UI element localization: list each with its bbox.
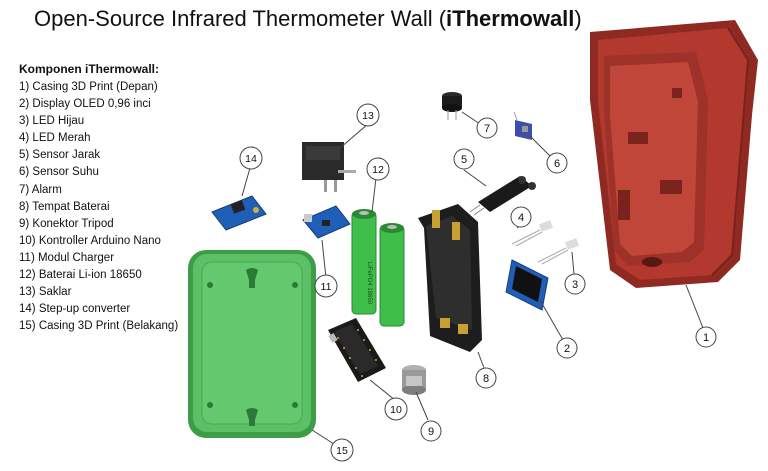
callout-label: 10 bbox=[390, 404, 402, 416]
callout-label: 4 bbox=[518, 212, 524, 224]
component-item: 10) Kontroller Arduino Nano bbox=[19, 234, 161, 247]
callout-label: 14 bbox=[245, 153, 257, 165]
callout-11: 11 bbox=[314, 274, 338, 298]
component-list-heading: Komponen iThermowall: bbox=[19, 62, 160, 76]
temperature-sensor bbox=[513, 111, 532, 140]
callout-label: 8 bbox=[483, 373, 489, 385]
led-red bbox=[511, 220, 554, 247]
callout-label: 5 bbox=[461, 154, 467, 166]
callout-label: 13 bbox=[362, 110, 374, 122]
component-item: 5) Sensor Jarak bbox=[19, 149, 101, 162]
oled-display bbox=[505, 259, 549, 311]
component-list: 1) Casing 3D Print (Depan) 2) Display OL… bbox=[19, 79, 178, 335]
callout-4: 4 bbox=[510, 206, 532, 228]
component-item: 4) LED Merah bbox=[19, 132, 91, 145]
callout-12: 12 bbox=[366, 157, 390, 181]
callout-label: 7 bbox=[484, 123, 490, 135]
callout-1: 1 bbox=[695, 326, 717, 348]
li-ion-batteries: LiFePO4 18650 bbox=[351, 209, 405, 327]
callout-6: 6 bbox=[546, 152, 568, 174]
callout-10: 10 bbox=[384, 397, 408, 421]
battery-print: LiFePO4 18650 bbox=[366, 262, 372, 305]
title-bold: iThermowall bbox=[446, 6, 575, 31]
leader-lines bbox=[241, 111, 704, 445]
callout-14: 14 bbox=[239, 146, 263, 170]
component-item: 9) Konektor Tripod bbox=[19, 217, 114, 230]
callout-13: 13 bbox=[356, 103, 380, 127]
component-item: 13) Saklar bbox=[19, 286, 72, 299]
callout-label: 6 bbox=[554, 158, 560, 170]
callout-label: 15 bbox=[336, 445, 348, 457]
callout-3: 3 bbox=[564, 273, 586, 295]
power-switch bbox=[302, 142, 356, 192]
component-item: 1) Casing 3D Print (Depan) bbox=[19, 81, 158, 93]
distance-sensor bbox=[469, 176, 536, 216]
component-item: 11) Modul Charger bbox=[19, 251, 115, 264]
step-up-converter bbox=[211, 195, 267, 231]
callout-label: 3 bbox=[572, 279, 578, 291]
component-item: 6) Sensor Suhu bbox=[19, 166, 99, 179]
tripod-connector bbox=[402, 365, 426, 395]
callout-label: 2 bbox=[564, 343, 570, 355]
component-item: 7) Alarm bbox=[19, 183, 62, 196]
title-main: Open-Source Infrared Thermometer Wall ( bbox=[34, 6, 447, 31]
callout-5: 5 bbox=[453, 148, 475, 170]
callout-label: 9 bbox=[428, 426, 434, 438]
battery-holder bbox=[418, 204, 482, 352]
alarm-buzzer bbox=[442, 92, 462, 120]
back-casing bbox=[188, 250, 316, 438]
front-casing bbox=[590, 20, 758, 288]
component-item: 3) LED Hijau bbox=[19, 115, 85, 128]
led-green bbox=[537, 238, 580, 265]
callout-label: 1 bbox=[703, 332, 709, 344]
callout-2: 2 bbox=[556, 337, 578, 359]
callout-15: 15 bbox=[330, 438, 354, 462]
component-item: 8) Tempat Baterai bbox=[19, 200, 110, 213]
callout-8: 8 bbox=[475, 367, 497, 389]
component-item: 2) Display OLED 0,96 inci bbox=[19, 98, 151, 111]
component-item: 12) Baterai Li-ion 18650 bbox=[19, 269, 142, 282]
arduino-nano bbox=[328, 318, 386, 382]
charger-module bbox=[302, 205, 351, 239]
diagram-title: Open-Source Infrared Thermometer Wall (i… bbox=[34, 6, 582, 32]
component-item: 14) Step-up converter bbox=[19, 303, 131, 316]
title-end: ) bbox=[574, 6, 582, 31]
callout-label: 11 bbox=[321, 281, 332, 293]
component-item: 15) Casing 3D Print (Belakang) bbox=[19, 320, 179, 333]
callout-7: 7 bbox=[476, 117, 498, 139]
callout-9: 9 bbox=[420, 420, 442, 442]
callout-label: 12 bbox=[372, 164, 384, 176]
